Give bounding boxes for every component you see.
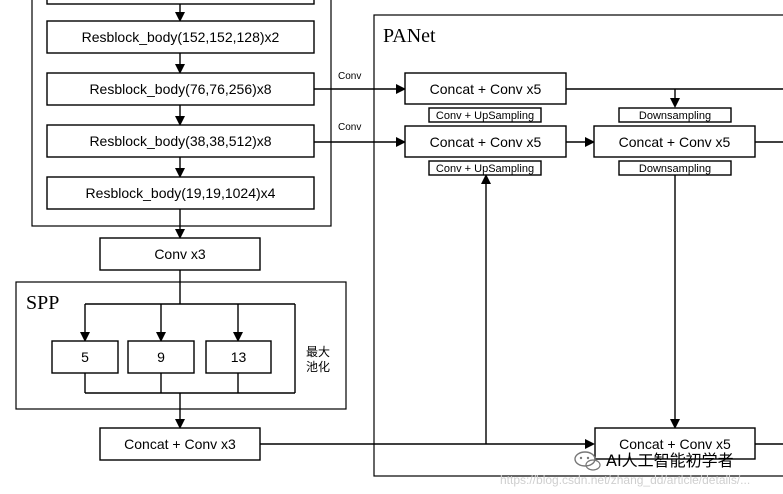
pool-box-13 [205,340,272,374]
panet-concat-top-box [404,72,567,105]
spp-frame [15,281,347,410]
resblock-box-4 [46,176,315,210]
panet-concat-bottom-box [594,427,756,460]
panet-concat-mid-right-label: Concat + Conv x5 [619,134,731,150]
panet-frame [373,14,783,477]
max-pooling-label-line-1: 最大 [306,345,330,359]
conv-edge-label-top: Conv [338,71,361,82]
upsampling-label-top: Conv + UpSampling [436,110,534,122]
watermark: https://blog.csdn.net/zhang_dd/article/d… [500,451,750,487]
resblock-box-2 [46,72,315,106]
upsampling-box-top [428,107,542,123]
resblock-label-3: Resblock_body(38,38,512)x8 [89,133,271,149]
spp-concat-label: Concat + Conv x3 [124,436,236,452]
panet-concat-bottom-label: Concat + Conv x5 [619,436,731,452]
resblock-label-2: Resblock_body(76,76,256)x8 [89,81,271,97]
watermark-logo-text: AI人工智能初学者 [606,451,734,470]
downsampling-label-top: Downsampling [639,110,711,122]
conv-x3-label: Conv x3 [154,246,206,262]
pool-label-13: 13 [231,349,247,365]
conv-edge-label-middle: Conv [338,122,361,133]
downsampling-box-top [618,107,732,123]
downsampling-label-bottom: Downsampling [639,163,711,175]
conv-x3-box [99,237,261,271]
watermark-url: https://blog.csdn.net/zhang_dd/article/d… [500,473,750,487]
max-pooling-label-line-2: 池化 [306,360,330,374]
pool-box-5 [51,340,119,374]
pool-label-9: 9 [157,349,165,365]
backbone-frame [31,0,332,227]
panet-concat-mid-right-box [593,125,756,158]
spp-title: SPP [26,292,59,314]
resblock-label-1: Resblock_body(152,152,128)x2 [82,29,280,45]
panet-concat-mid-left-label: Concat + Conv x5 [430,134,542,150]
upsampling-label-bottom: Conv + UpSampling [436,163,534,175]
resblock-label-4: Resblock_body(19,19,1024)x4 [86,185,276,201]
panet-title: PANet [383,25,436,47]
panet-concat-top-label: Concat + Conv x5 [430,81,542,97]
spp-concat-box [99,427,261,461]
wechat-icon [574,451,601,471]
resblock-box-3 [46,124,315,158]
resblock-box-1 [46,20,315,54]
pool-label-5: 5 [81,349,89,365]
backbone-previous-block [46,0,315,5]
